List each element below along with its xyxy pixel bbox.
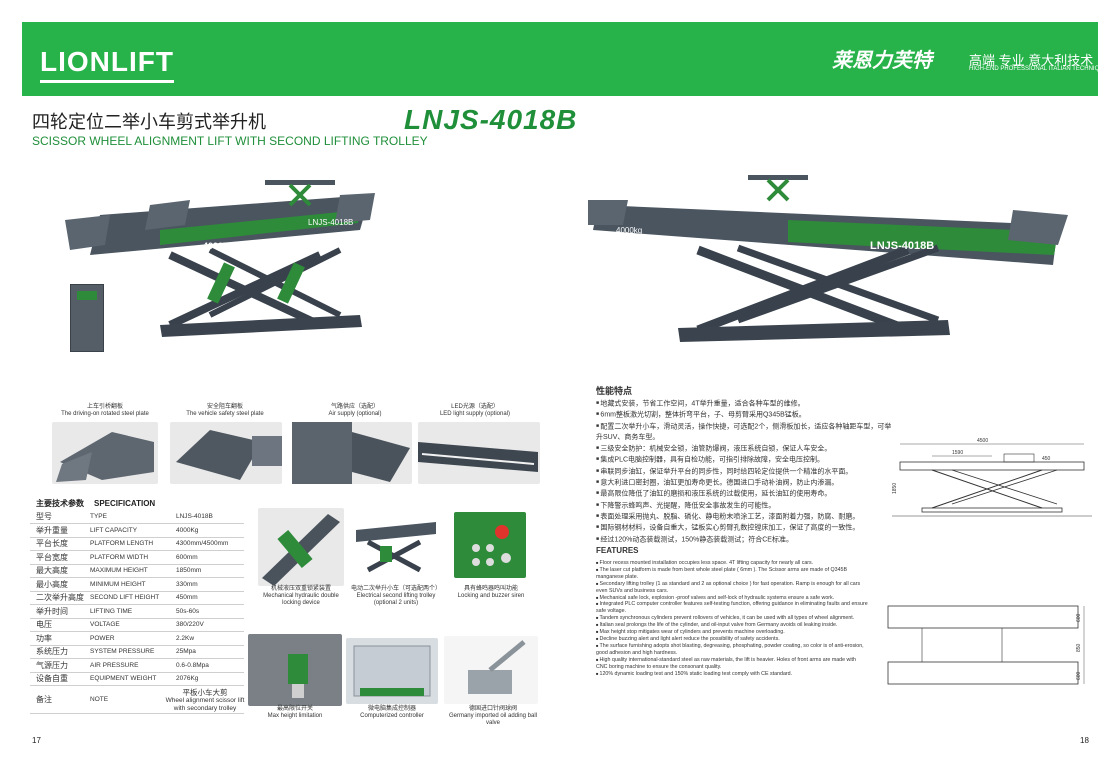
- capacity-label: 4000kg: [203, 241, 234, 251]
- page-number-right: 18: [1080, 736, 1089, 745]
- list-item: High quality international-standard stee…: [596, 657, 868, 671]
- lift-illustration-left: 4000kg LNJS-4018B: [65, 180, 375, 337]
- list-item: The surface furnishing adopts shot blast…: [596, 643, 868, 657]
- photo-driving-on-plate: [52, 422, 158, 484]
- list-item: 下降警示蜂鸣声、光提醒，降低安全事故发生的可能性。: [596, 500, 892, 511]
- list-item: 串联同步油缸，保证举升平台的同步性，同时给四轮定位提供一个精准的水平面。: [596, 466, 892, 477]
- photo-locking-device: [258, 508, 344, 586]
- list-item: Decline buzzing alert and light alert re…: [596, 636, 868, 643]
- dim-plan-2: 850: [1076, 643, 1082, 652]
- brand-name-cn: 莱恩力芙特: [832, 50, 932, 72]
- features-list-en: Floor recess mounted installation occupi…: [596, 560, 868, 677]
- list-item: 经过120%动态装载测试，150%静态装载测试；符合CE标准。: [596, 534, 892, 545]
- list-item: 6mm整板激光切割，整体折弯平台，子、母剪臂采用Q345B锰板。: [596, 409, 892, 420]
- header-band: [22, 22, 1098, 96]
- list-item: 表面处理采用抛丸、脱脂、磷化、静电粉末喷涂工艺，漆面附着力强，防腐、耐磨。: [596, 511, 892, 522]
- dim-plan-1: 600: [1076, 613, 1082, 622]
- features-heading-en: FEATURES: [596, 546, 639, 555]
- option-label-3: 气路供应（选配）Air supply (optional): [328, 404, 382, 417]
- dim-plan-3: 600: [1076, 671, 1082, 680]
- list-item: Mechanical safe lock, explosion -proof v…: [596, 595, 868, 602]
- option-label-4: LED光源（选配）LED light supply (optional): [439, 404, 511, 417]
- tagline-cn: 高端 专业 意大利技术: [969, 53, 1094, 68]
- photo-controller-board: [346, 638, 438, 704]
- list-item: Floor recess mounted installation occupi…: [596, 560, 868, 567]
- dim-height: 1850: [892, 483, 898, 494]
- list-item: Italian seal prolongs the life of the cy…: [596, 622, 868, 629]
- photo-control-panel: [454, 512, 526, 578]
- control-cabinet: [70, 284, 104, 352]
- list-item: 最高限位降低了油缸的磨损和液压系统的过载使用，延长油缸的使用寿命。: [596, 488, 892, 499]
- list-item: Secondary lifting trolley (1 as standard…: [596, 581, 868, 595]
- dim-1590: 1590: [952, 450, 963, 456]
- model-plate-right: LNJS-4018B: [870, 240, 934, 252]
- photo-air-supply: [292, 422, 412, 484]
- list-item: 三级安全防护：机械安全锁，油管防爆阀，液压系统自锁，保证人车安全。: [596, 443, 892, 454]
- technical-drawing-plan: 600 850 600: [887, 605, 1085, 685]
- capacity-label-right: 4000kg: [616, 226, 642, 235]
- photo-height-limit: [248, 634, 342, 706]
- list-item: Integrated PLC computer controller featu…: [596, 601, 868, 615]
- photo-second-trolley: [350, 512, 442, 578]
- list-item: 120% dynamic loading test and 150% stati…: [596, 671, 868, 678]
- product-title-cn: 四轮定位二举小车剪式举升机: [32, 112, 266, 132]
- list-item: 集成PLC电脑控制器，具有自检功能，可指引排除故障，安全电压控制。: [596, 454, 892, 465]
- product-title-en: SCISSOR WHEEL ALIGNMENT LIFT WITH SECOND…: [32, 134, 428, 148]
- features-list-cn: 地藏式安装，节省工作空间，4T举升重量，适合各种车型的维修。 6mm整板激光切割…: [596, 398, 892, 545]
- photo-ball-valve: [444, 636, 538, 704]
- tagline-en: HIGH-END PROFESSIONAL ITALIAN TECHNIQUE: [969, 66, 1108, 72]
- list-item: 国际钢材材料，设备自重大，锰板实心剪臂孔数控镗床加工，保证了高度的一致性。: [596, 522, 892, 533]
- list-item: 配置二次举升小车，滑动灵活，操作快捷，可选配2个，侧滑板加长，适应各种轴距车型，…: [596, 421, 892, 443]
- dim-450: 450: [1042, 456, 1051, 462]
- list-item: 意大利进口密封圈，油缸更加寿命更长。德国进口手动补油阀，防止内渗漏。: [596, 477, 892, 488]
- list-item: Tandem synchronous cylinders prevent rol…: [596, 615, 868, 622]
- model-number: LNJS-4018B: [404, 104, 578, 135]
- features-heading-cn: 性能特点: [596, 386, 633, 396]
- list-item: Max height stop mitigates wear of cylind…: [596, 629, 868, 636]
- model-plate-left: LNJS-4018B: [308, 218, 353, 227]
- dim-length: 4500: [977, 438, 988, 444]
- technical-drawing-side: 4500 1590 450 1850: [892, 438, 1092, 517]
- page-number-left: 17: [32, 736, 41, 745]
- lift-illustration-right: 4000kg LNJS-4018B: [588, 175, 1068, 342]
- note-value: 平板小车大剪 Wheel alignment scissor lift with…: [165, 688, 245, 713]
- component-label-2: 电动二次举升小车（可选配两个）Electrical second lifting…: [350, 586, 441, 606]
- lionlift-logo: LIONLIFT: [40, 46, 174, 83]
- list-item: 地藏式安装，节省工作空间，4T举升重量，适合各种车型的维修。: [596, 398, 892, 409]
- photo-led-light: [418, 422, 540, 484]
- list-item: The laser cut platform is made from bent…: [596, 567, 868, 581]
- photo-safety-plate: [170, 422, 282, 484]
